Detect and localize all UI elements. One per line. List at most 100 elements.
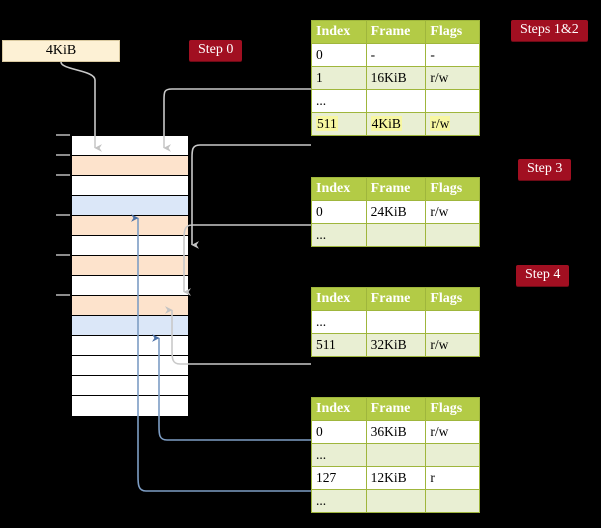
table-cell: ...	[311, 489, 367, 513]
column-header: Index	[311, 20, 367, 44]
highlighted-value: 511	[316, 115, 338, 131]
table-cell: r/w	[425, 66, 480, 90]
physical-memory-column	[56, 134, 190, 416]
column-header: Flags	[425, 397, 480, 421]
table-cell	[365, 310, 427, 334]
table-cell: 0	[311, 200, 367, 224]
table-cell: 24KiB	[365, 200, 427, 224]
highlighted-value: r/w	[430, 115, 451, 131]
table-cell	[365, 89, 427, 113]
table-row[interactable]: ...	[311, 89, 480, 113]
table-row[interactable]: ...	[311, 310, 480, 334]
table-cell	[365, 489, 427, 513]
memory-frame-row	[72, 396, 188, 416]
badge-step-4: Step 4	[516, 265, 570, 286]
table-cell: r/w	[425, 333, 480, 357]
table-row[interactable]: ...	[311, 489, 480, 513]
table-cell: r/w	[425, 200, 480, 224]
memory-frame-row	[56, 294, 188, 316]
column-header: Flags	[425, 287, 480, 311]
memory-row-tick	[56, 294, 70, 296]
memory-frame-row	[56, 174, 188, 196]
column-header: Frame	[365, 287, 427, 311]
memory-frame-row	[56, 214, 188, 236]
table-cell: 36KiB	[365, 420, 427, 444]
memory-row-tick	[56, 134, 70, 136]
table-cell	[425, 89, 480, 113]
highlighted-value: 4KiB	[370, 115, 402, 131]
table-cell	[425, 310, 480, 334]
memory-frame-row	[72, 276, 188, 296]
table-cell: 0	[311, 43, 367, 67]
source-frame-label: 4KiB	[45, 43, 77, 58]
column-header: Frame	[365, 397, 427, 421]
table-cell	[365, 223, 427, 247]
column-header: Frame	[365, 20, 427, 44]
memory-frame-row	[56, 134, 188, 156]
table-cell: 4KiB	[365, 112, 427, 136]
table-cell: 16KiB	[365, 66, 427, 90]
column-header: Flags	[425, 177, 480, 201]
memory-frame-row	[72, 336, 188, 356]
badge-step-0: Step 0	[189, 40, 243, 61]
wire-step3	[183, 224, 311, 296]
table-row[interactable]: ...	[311, 223, 480, 247]
memory-frame-row	[72, 376, 188, 396]
table-cell: r/w	[425, 112, 480, 136]
table-cell	[425, 489, 480, 513]
memory-frame-row	[72, 196, 188, 216]
table-cell: 12KiB	[365, 466, 427, 490]
table-cell	[425, 443, 480, 467]
table-cell: 32KiB	[365, 333, 427, 357]
table-row[interactable]: 0--	[311, 43, 480, 67]
table-cell: r/w	[425, 420, 480, 444]
table-cell	[365, 443, 427, 467]
badge-steps-1-2: Steps 1&2	[511, 20, 588, 41]
table-cell: r	[425, 466, 480, 490]
memory-frame-row	[72, 316, 188, 336]
table-cell: ...	[311, 223, 367, 247]
memory-frame-row	[56, 254, 188, 276]
table-cell: 511	[311, 112, 367, 136]
memory-row-tick	[56, 174, 70, 176]
table-cell: ...	[311, 443, 367, 467]
table-cell	[425, 223, 480, 247]
memory-frame-row	[72, 356, 188, 376]
table-cell: 127	[311, 466, 367, 490]
column-header: Index	[311, 397, 367, 421]
memory-row-tick	[56, 154, 70, 156]
table-row[interactable]: ...	[311, 443, 480, 467]
memory-row-tick	[56, 254, 70, 256]
wire-steps12-b	[191, 144, 311, 249]
table-cell: 0	[311, 420, 367, 444]
table-cell: 1	[311, 66, 367, 90]
table-row[interactable]: 511 4KiB r/w	[311, 112, 480, 136]
table-cell: ...	[311, 89, 367, 113]
memory-frame-row	[72, 236, 188, 256]
column-header: Index	[311, 287, 367, 311]
table-cell: -	[365, 43, 427, 67]
memory-row-tick	[56, 214, 70, 216]
column-header: Index	[311, 177, 367, 201]
source-frame-box: 4KiB	[2, 40, 120, 62]
column-header: Frame	[365, 177, 427, 201]
table-cell: -	[425, 43, 480, 67]
column-header: Flags	[425, 20, 480, 44]
table-cell: 511	[311, 333, 367, 357]
wire-step4	[165, 306, 311, 365]
table-cell: ...	[311, 310, 367, 334]
memory-frame-row	[56, 154, 188, 176]
